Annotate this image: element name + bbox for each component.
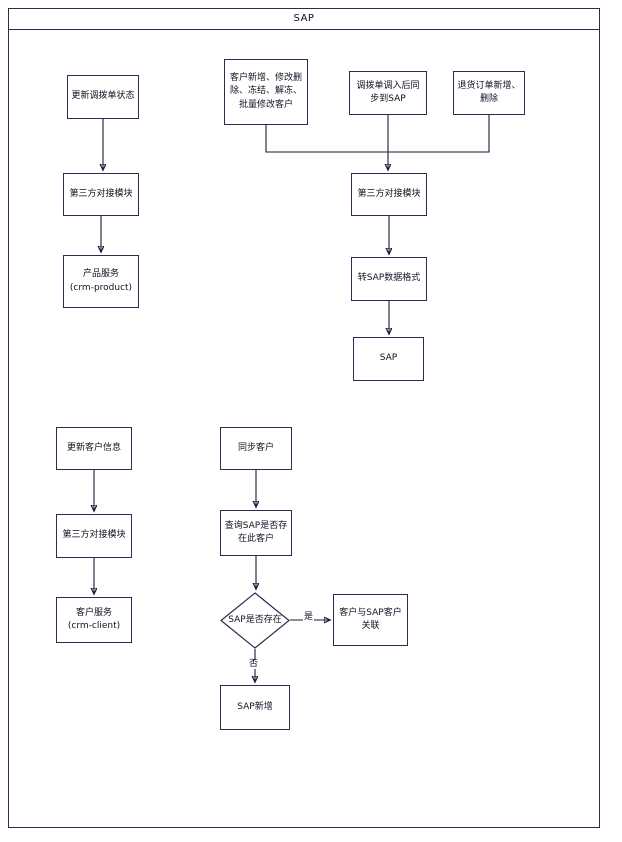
node-return-order-add-delete[interactable]: 退货订单新增、删除: [453, 71, 525, 115]
node-convert-sap-data-format[interactable]: 转SAP数据格式: [351, 257, 427, 301]
node-sap-create-new[interactable]: SAP新增: [220, 685, 290, 730]
node-label: SAP是否存在: [228, 615, 282, 626]
node-third-party-module-lower-left[interactable]: 第三方对接模块: [56, 514, 132, 558]
node-label: 查询SAP是否存在此客户: [224, 520, 288, 544]
node-label: 第三方对接模块: [62, 530, 126, 541]
node-transfer-order-sync-to-sap[interactable]: 调拨单调入后同步到SAP: [349, 71, 427, 115]
node-label: 客户与SAP客户关联: [339, 607, 402, 631]
node-label: 客户服务(crm-client): [67, 607, 121, 631]
node-label: 更新客户信息: [66, 442, 121, 453]
edge-label-text: 是: [304, 612, 314, 622]
node-update-transfer-order-status[interactable]: 更新调拨单状态: [67, 75, 139, 119]
node-label: 第三方对接模块: [69, 188, 133, 199]
node-client-service[interactable]: 客户服务(crm-client): [56, 597, 132, 643]
node-label: 调拨单调入后同步到SAP: [356, 80, 420, 104]
node-sap-endpoint[interactable]: SAP: [353, 337, 424, 381]
node-sync-customer[interactable]: 同步客户: [220, 427, 292, 470]
diagram-outer-frame: [8, 8, 600, 828]
node-label: SAP新增: [237, 701, 273, 712]
diamond-shape: [220, 592, 290, 649]
node-label: 客户新增、修改删除、冻结、解冻、批量修改客户: [229, 73, 302, 110]
node-customer-crud-operations[interactable]: 客户新增、修改删除、冻结、解冻、批量修改客户: [224, 59, 308, 125]
edge-label-no: 否: [248, 659, 260, 669]
node-label: 第三方对接模块: [357, 188, 421, 199]
node-label: 产品服务(crm-product): [69, 269, 133, 293]
node-update-customer-info[interactable]: 更新客户信息: [56, 427, 132, 470]
node-product-service[interactable]: 产品服务(crm-product): [63, 255, 139, 308]
node-query-sap-customer-exists[interactable]: 查询SAP是否存在此客户: [220, 510, 292, 556]
node-label: 同步客户: [237, 442, 274, 453]
node-label: 退货订单新增、删除: [457, 80, 521, 104]
node-label: 更新调拨单状态: [71, 91, 135, 102]
node-label: 转SAP数据格式: [357, 273, 421, 284]
edge-label-text: 否: [249, 659, 259, 669]
node-label: SAP: [379, 353, 398, 364]
page-title: SAP: [293, 13, 315, 24]
diagram-title-band: SAP: [8, 8, 600, 30]
node-decision-sap-exists[interactable]: SAP是否存在: [220, 592, 290, 649]
node-third-party-module-middle[interactable]: 第三方对接模块: [351, 173, 427, 216]
edge-label-yes: 是: [303, 612, 315, 622]
node-link-customer-with-sap-customer[interactable]: 客户与SAP客户关联: [333, 594, 408, 646]
node-third-party-module-left[interactable]: 第三方对接模块: [63, 173, 139, 216]
